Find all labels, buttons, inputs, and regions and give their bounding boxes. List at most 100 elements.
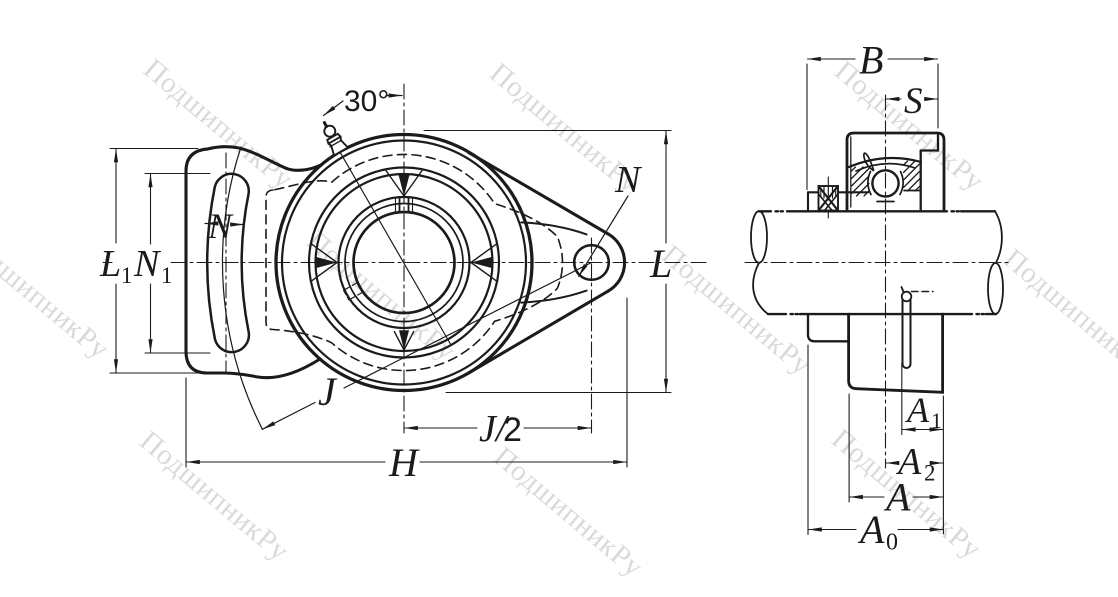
housing-box: [845, 131, 946, 212]
arm-outline-bottom: [467, 289, 610, 375]
a1-label: A: [905, 390, 930, 430]
shaft-right-break-cap: [994, 210, 1003, 264]
hole-label: N: [614, 159, 643, 201]
notch-top-wing: [384, 168, 405, 197]
shaft-left-break-cap: [752, 261, 769, 315]
inner-ring-outer-circle: [337, 195, 471, 330]
a-label: A: [883, 475, 911, 520]
a0-dimension: A 0: [807, 344, 944, 556]
right-arm: [467, 151, 627, 375]
hatch-line: [863, 190, 870, 197]
j2-dimension: J/ 2: [403, 408, 592, 450]
j-leader-arrow: [261, 401, 316, 430]
notch-bottom-wing: [403, 330, 415, 351]
a0-label-sub: 0: [886, 530, 898, 556]
shaft-right-break-lens: [987, 262, 1004, 315]
watermark-text: ПодшипникРу: [0, 223, 115, 366]
l-dimension: L: [423, 129, 672, 394]
notch-right-wing: [470, 242, 498, 264]
notch-right-wing: [470, 261, 498, 283]
j-label: J: [318, 369, 338, 414]
setscrew-hidden-detail: [343, 282, 363, 301]
hatch-line: [850, 166, 857, 172]
bolt-hole: [572, 243, 611, 282]
hole-leader: [578, 195, 629, 277]
flange-slot-teardrop-tail: [900, 286, 905, 294]
flange-slot-side: [901, 299, 912, 369]
side-centerlines: [744, 94, 1009, 469]
n1-label-sub: 1: [161, 263, 173, 288]
notch-bottom: [399, 330, 409, 350]
arm-outline-top: [467, 151, 610, 236]
hidden-setscrew-line: [343, 282, 358, 291]
a-dimension: A: [848, 393, 944, 520]
notch-top-wing: [403, 168, 424, 197]
side-setscrew: [817, 184, 840, 212]
sphere-arc-outer: [847, 156, 923, 169]
mounting-slot: [206, 172, 251, 354]
front-centerlines: [102, 83, 709, 434]
arm-tip-arc: [606, 232, 627, 293]
watermark-text: ПодшипникРу: [656, 239, 818, 382]
b-label: B: [859, 38, 883, 83]
l1-dimension: L 1: [99, 147, 199, 374]
j2-label: J/: [479, 408, 510, 450]
grease-fitting: [322, 121, 350, 157]
hatch-line: [902, 170, 921, 189]
raceway-left: [867, 170, 872, 196]
side-view: B S A 1 A 2 A: [744, 38, 1009, 556]
hidden-recess-contour: [265, 153, 564, 372]
watermark-text: ПодшипникРу: [829, 55, 991, 198]
hidden-setscrew-line: [348, 292, 363, 301]
hatch-line: [902, 160, 916, 174]
shaft: [750, 210, 1004, 316]
grease-fitting-band: [329, 139, 343, 148]
lower-block-outline: [847, 312, 944, 394]
watermark-text: ПодшипникРу: [301, 225, 463, 368]
notch-left-wing: [310, 261, 338, 283]
inner-ring-step-circle: [344, 202, 464, 323]
a2-label-sub: 2: [924, 461, 936, 486]
a1-label-sub: 1: [931, 408, 942, 433]
notch-bottom-wing: [393, 330, 405, 351]
left-tab-outline: [184, 145, 323, 380]
setscrew-cross: [823, 193, 839, 212]
front-view: 30° N L 1 N 1 J: [99, 83, 709, 485]
s-label: S: [904, 81, 923, 122]
side-housing-bottom: [806, 286, 944, 394]
grease-fitting-band: [327, 135, 342, 145]
a1-dimension: A 1: [901, 362, 944, 535]
a0-label: A: [857, 507, 885, 552]
l-label: L: [649, 241, 672, 286]
hatch-line: [850, 167, 870, 187]
grease-fitting-body: [326, 132, 350, 157]
hole-diameter-dimension: N: [578, 159, 643, 277]
seal-loop: [863, 152, 875, 172]
section-hatching: [850, 160, 921, 197]
bearing-ring-circle: [314, 172, 494, 353]
setscrew-top-detail: [394, 196, 414, 214]
hidden-setscrew-line: [343, 289, 350, 301]
hatch-line: [850, 175, 870, 195]
slot-width-label: N: [207, 206, 234, 246]
hatch-line: [914, 185, 921, 192]
h-dimension: H: [185, 297, 628, 485]
grease-fitting-ball: [323, 124, 337, 138]
watermark-text: ПодшипникРу: [138, 53, 300, 196]
bore-circle: [352, 210, 456, 315]
b-dimension: B: [806, 38, 939, 191]
hatch-line: [906, 178, 921, 192]
lower-sleeve-outline: [806, 312, 850, 343]
j-leader-line: [343, 261, 593, 389]
flange-slot-teardrop: [900, 290, 913, 303]
ring-notches: [310, 168, 498, 351]
arm-inner-edge-top: [520, 221, 588, 236]
notch-top: [398, 174, 410, 196]
slot-adjustment-arc: [221, 146, 263, 430]
angle-dimension: 30°: [322, 85, 403, 118]
notch-left-wing: [310, 242, 338, 264]
watermark-text: ПодшипникРу: [134, 425, 296, 568]
hatch-line: [902, 160, 909, 166]
bearing-ball: [871, 169, 900, 198]
hatch-line: [850, 166, 864, 180]
